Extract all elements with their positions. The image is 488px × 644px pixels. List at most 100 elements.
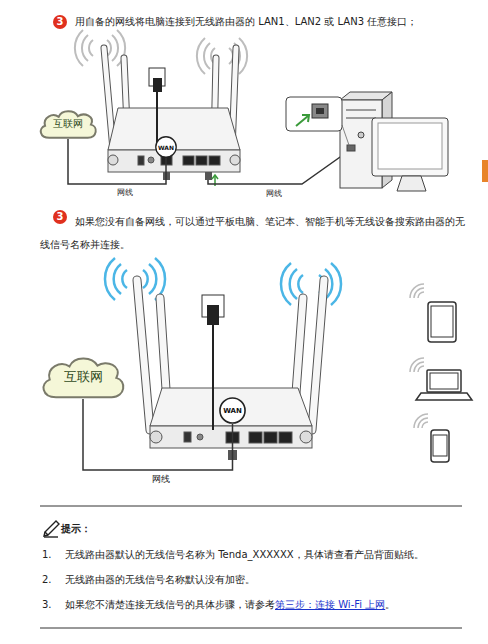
node-text-wrap: WAN [219,397,246,424]
laptop [416,370,472,400]
router [150,388,312,448]
wifi-waves-part [298,275,303,293]
antenna-part [137,280,150,430]
port-callout: WAN [219,397,246,424]
cable-label: 网线 [266,187,282,201]
cable-plug [228,450,237,460]
wifi-waves-part [89,40,93,56]
wifi-waves-part [75,30,83,66]
tablet-part [428,302,456,342]
wifi-waves-part [82,35,88,61]
laptop-part [427,370,461,392]
port-inset [286,97,350,148]
step-badge [53,210,67,224]
laptop-part [416,393,472,400]
antenna-part [312,280,324,430]
port-inset-part [316,108,324,114]
wifi-waves-part [281,263,291,305]
divider [40,506,462,507]
computer-tower-part [346,118,376,119]
note-heading: 提示： [61,522,91,536]
port-inset-part [302,115,309,122]
wifi-waves [281,263,341,305]
monitor-part [372,118,448,176]
tablet [428,302,456,342]
divider [40,628,462,629]
router-part [249,432,262,443]
phone-part [431,430,449,462]
monitor-part [397,176,426,191]
power-adapter-part [207,305,219,325]
wifi-waves [197,38,247,74]
step-number: 3 [53,15,67,29]
computer-tower-part [346,110,376,111]
wifi-icon-part [414,414,428,428]
wifi-waves-part [331,263,341,305]
wifi-waves-part [114,264,121,294]
callout-circle [156,137,176,157]
cable-plug-part [212,175,218,179]
router-part [264,432,277,443]
laptop-part [430,373,458,389]
router-part [138,156,144,165]
cloud-label: 互联网 [64,368,103,386]
wifi-icon-part [410,358,424,372]
network-cable [68,139,166,184]
computer-tower-part [347,145,355,151]
monitor-part [378,123,442,169]
router-part [148,157,154,163]
wifi-waves-part [204,43,210,69]
phone-part [433,435,447,456]
router-part [150,426,312,448]
router-part [209,156,220,165]
port-name: WAN [223,407,242,415]
lan-cable-part [208,150,350,184]
wifi-waves-part [143,270,148,288]
node-text-wrap: 互联网 [37,109,99,139]
port-callout: WAN [155,136,177,158]
pencil-icon-part [45,521,59,535]
cable-label: 网线 [152,473,170,486]
wifi-icon-part [422,422,428,428]
router-part [183,156,194,165]
wifi-waves-part [149,264,156,294]
wifi-icon-part [418,366,424,372]
router-part [150,388,312,426]
list-number: 3. [42,598,52,612]
router-part [279,432,292,443]
note-text: 如果您不清楚连接无线信号的具体步骤，请参考 [65,598,275,612]
note-text: 。 [385,598,395,612]
cable-plug-part [228,450,237,460]
port-inset-part [296,116,308,126]
lan-cable [208,150,350,184]
wifi-waves-part [105,258,115,300]
monitor [372,118,448,191]
step-number: 3 [53,210,67,224]
callout-circle [220,398,245,423]
router-part [226,432,239,443]
wifi-waves-part [122,270,127,288]
step-text: 用自备的网线将电脑连接到无线路由器的 LAN1、LAN2 或 LAN3 任意接口… [75,15,417,29]
cable-label: 网线 [117,187,133,198]
internet-cloud: 互联网 [38,355,128,399]
wifi-icon-part [410,284,424,298]
router-part [150,431,162,443]
cable-plug-part [163,172,170,180]
wifi-waves-part [290,269,297,299]
step-text: 如果您没有自备网线，可以通过平板电脑、笔记本、智能手机等无线设备搜索路由器的无线… [40,210,465,256]
cloud-label: 互联网 [53,117,83,131]
antenna [137,280,324,430]
router-part [197,434,203,440]
computer-tower-part [358,132,364,138]
wifi-icon [410,284,428,428]
cloud-shape [41,111,96,137]
antenna-part [137,280,150,430]
node-text-wrap: WAN [155,136,177,158]
antenna-part [312,280,324,430]
power-adapter-part [153,78,162,92]
network-cable [83,399,233,470]
phone [431,430,449,462]
page-tab [482,160,488,182]
wifi-waves [75,30,125,66]
